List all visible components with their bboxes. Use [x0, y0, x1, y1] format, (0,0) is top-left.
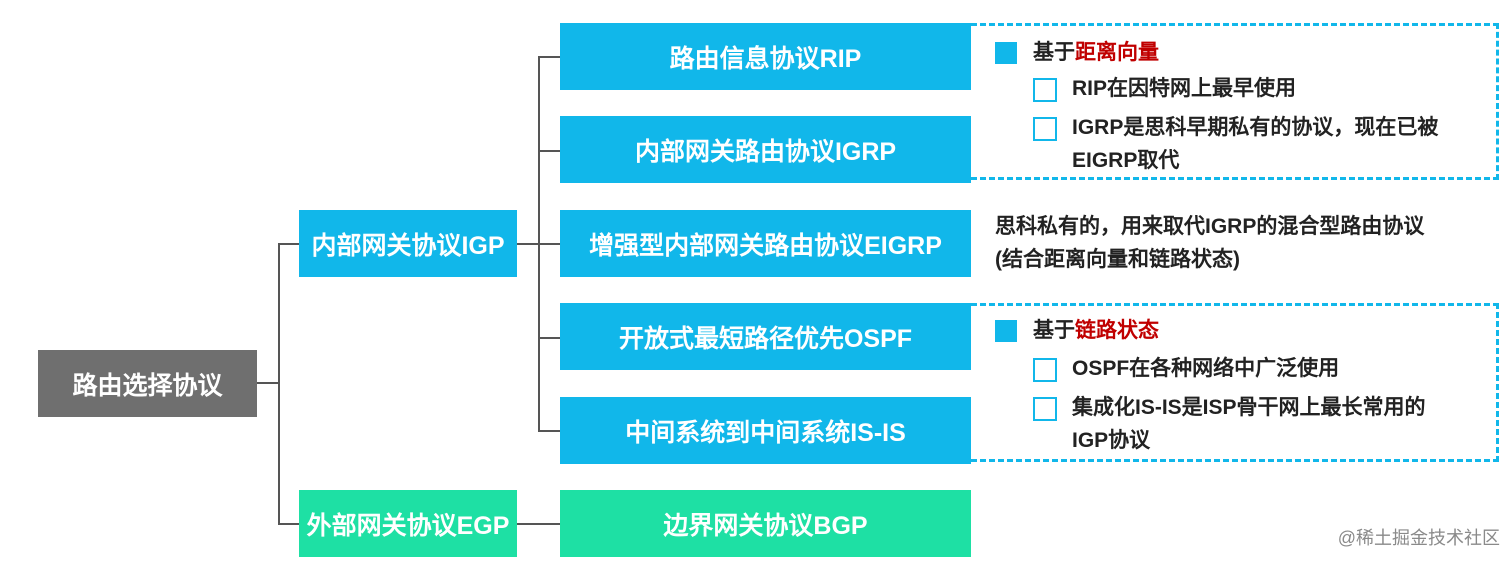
distance-vector-item-text: IGRP是思科早期私有的协议，现在已被 — [1072, 116, 1439, 139]
distance-vector-frame — [971, 23, 1499, 180]
filled-square-icon — [995, 42, 1017, 64]
filled-square-icon — [995, 320, 1017, 342]
root-node: 路由选择协议 — [38, 350, 257, 417]
eigrp-note-line2: (结合距离向量和链路状态) — [995, 248, 1240, 271]
distance-vector-keyword: 距离向量 — [1075, 41, 1159, 64]
rip-node: 路由信息协议RIP — [560, 23, 971, 90]
link-state-item-text: 集成化IS-IS是ISP骨干网上最长常用的 — [1072, 396, 1426, 419]
ospf-branch — [538, 337, 560, 339]
root-trunk — [278, 243, 280, 525]
ospf-node: 开放式最短路径优先OSPF — [560, 303, 971, 370]
root-connector — [257, 382, 279, 384]
link-state-heading: 基于链路状态 — [995, 314, 1159, 347]
empty-square-icon — [1033, 117, 1057, 141]
link-state-item-text: IGP协议 — [1072, 429, 1151, 452]
link-state-item: OSPF在各种网络中广泛使用 — [1033, 352, 1339, 385]
empty-square-icon — [1033, 78, 1057, 102]
distance-vector-item-text: EIGRP取代 — [1072, 149, 1180, 172]
igrp-branch — [538, 150, 560, 152]
distance-vector-prefix: 基于 — [1033, 41, 1075, 64]
igrp-node: 内部网关路由协议IGRP — [560, 116, 971, 183]
distance-vector-item: IGRP是思科早期私有的协议，现在已被 EIGRP取代 — [1033, 111, 1438, 177]
rip-branch — [538, 56, 560, 58]
link-state-item-text: OSPF在各种网络中广泛使用 — [1072, 357, 1340, 380]
eigrp-node: 增强型内部网关路由协议EIGRP — [560, 210, 971, 277]
egp-connector — [517, 523, 560, 525]
eigrp-note: 思科私有的，用来取代IGRP的混合型路由协议 (结合距离向量和链路状态) — [995, 210, 1424, 276]
link-state-item: 集成化IS-IS是ISP骨干网上最长常用的 IGP协议 — [1033, 391, 1426, 457]
link-state-prefix: 基于 — [1033, 319, 1075, 342]
link-state-frame — [971, 303, 1499, 462]
empty-square-icon — [1033, 397, 1057, 421]
egp-node: 外部网关协议EGP — [299, 490, 517, 557]
link-state-keyword: 链路状态 — [1075, 319, 1159, 342]
empty-square-icon — [1033, 358, 1057, 382]
distance-vector-heading: 基于距离向量 — [995, 36, 1159, 69]
distance-vector-item-text: RIP在因特网上最早使用 — [1072, 77, 1297, 100]
igp-branch — [278, 243, 299, 245]
isis-branch — [538, 430, 560, 432]
igp-node: 内部网关协议IGP — [299, 210, 517, 277]
distance-vector-item: RIP在因特网上最早使用 — [1033, 72, 1296, 105]
egp-branch — [278, 523, 299, 525]
watermark: @稀土掘金技术社区 — [1337, 528, 1500, 548]
eigrp-branch — [538, 243, 560, 245]
eigrp-note-line1: 思科私有的，用来取代IGRP的混合型路由协议 — [995, 215, 1425, 238]
igp-connector — [517, 243, 539, 245]
isis-node: 中间系统到中间系统IS-IS — [560, 397, 971, 464]
bgp-node: 边界网关协议BGP — [560, 490, 971, 557]
